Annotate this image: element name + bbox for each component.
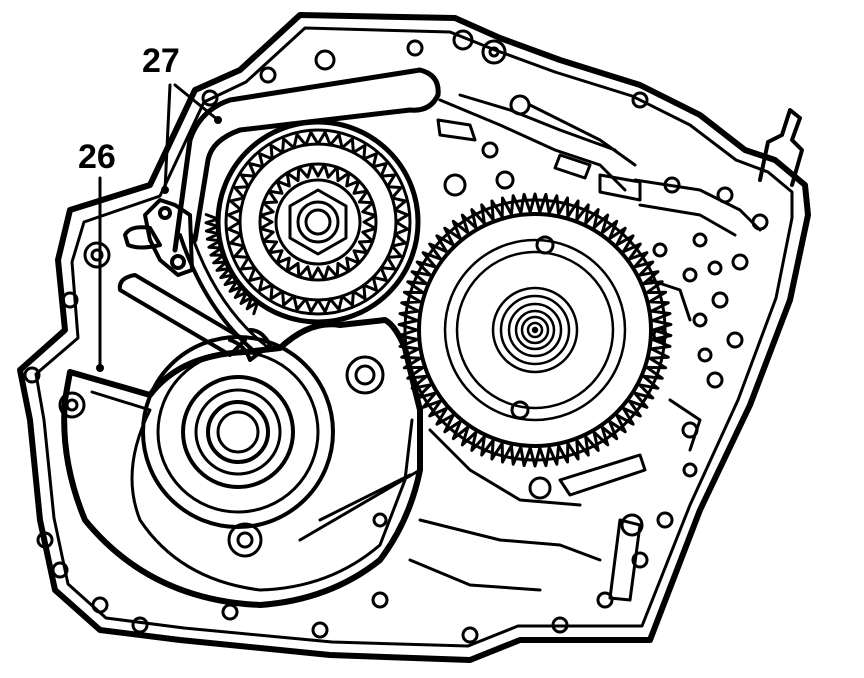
leader-27-a	[163, 83, 172, 192]
leader-dots	[96, 116, 222, 372]
sector-gear-teeth	[204, 213, 260, 316]
differential-housing	[61, 317, 423, 608]
upper-gear-inner-teeth	[258, 162, 378, 282]
upper-gear-nut	[288, 188, 348, 256]
callout-26: 26	[78, 138, 116, 176]
detent-rod	[172, 67, 441, 253]
leader-lines	[98, 83, 220, 370]
upper-gear-teeth	[226, 130, 410, 314]
flange-bolt-holes	[23, 29, 769, 644]
ring-gear-hub	[491, 286, 579, 374]
housing-outline	[17, 12, 811, 663]
ring-gear-teeth	[397, 192, 673, 468]
housing-inner-flange	[34, 26, 794, 648]
large-ring-gear	[403, 198, 667, 462]
oil-passages	[408, 93, 762, 602]
lever-bracket	[123, 198, 194, 277]
shaft-stub	[758, 108, 804, 187]
callout-27: 27	[142, 42, 180, 80]
leader-27-b	[173, 83, 220, 122]
